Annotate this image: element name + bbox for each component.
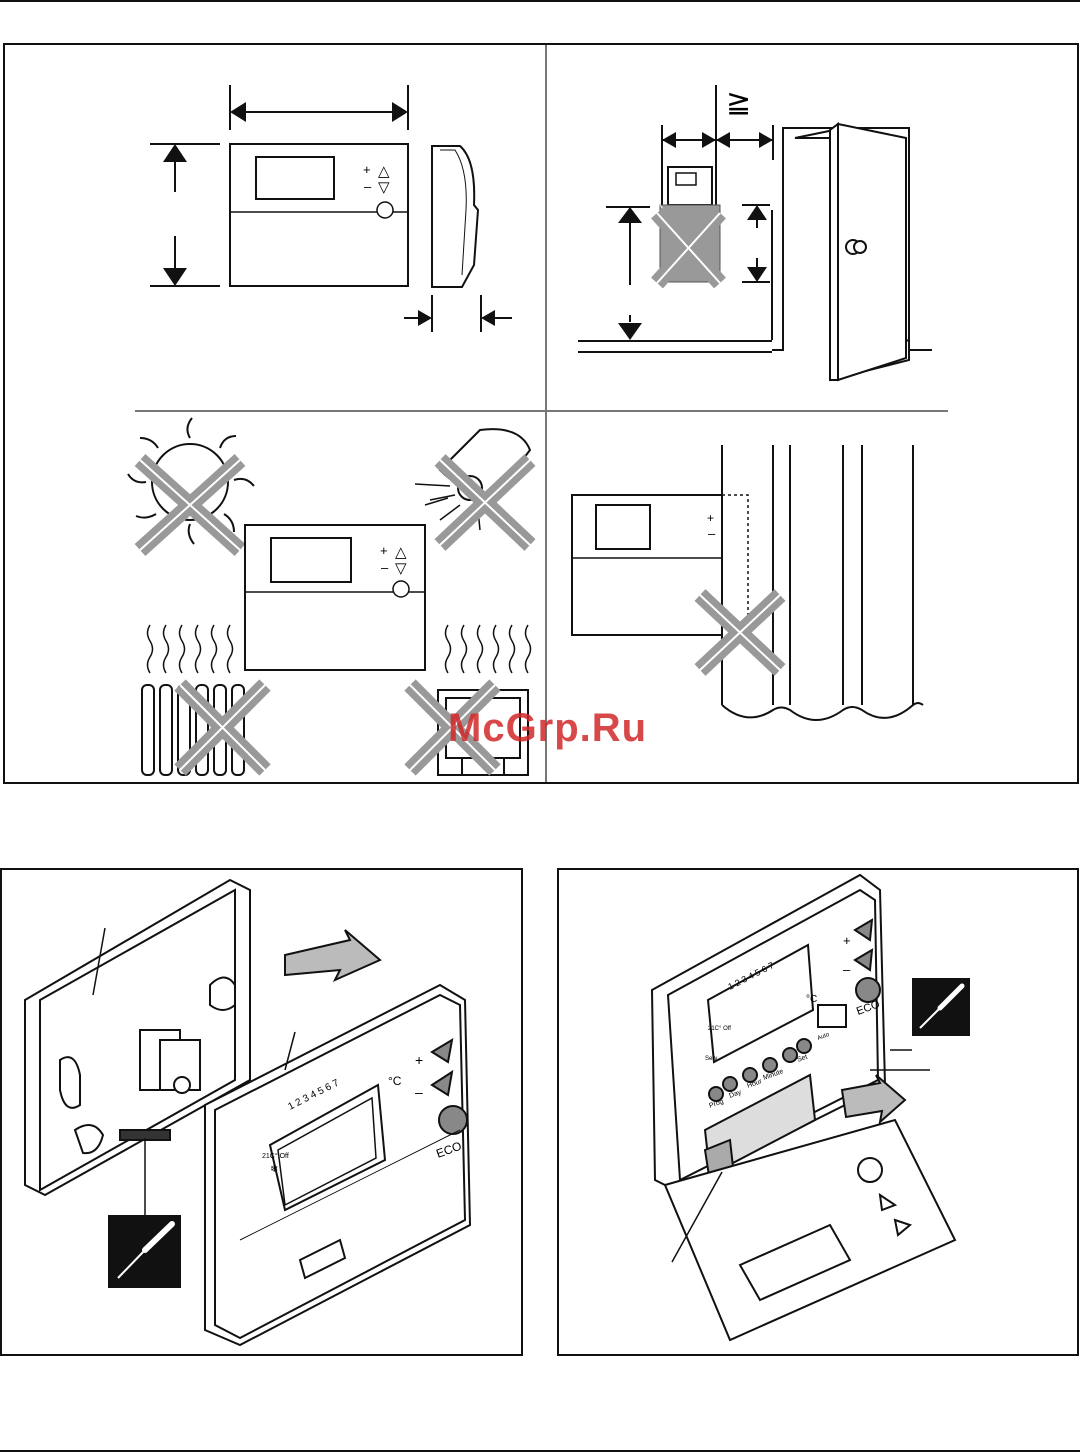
- figure-wallplate-frame: [0, 868, 523, 1356]
- plus-label: +: [707, 511, 714, 525]
- watermark: McGrp.Ru: [448, 706, 647, 751]
- up-arrow-icon: △: [395, 544, 407, 561]
- dimension-width-arrow: [230, 85, 408, 130]
- placement-diagram: + △ – ▽ ≧: [0, 0, 1080, 800]
- dimension-depth-arrow: [404, 295, 512, 332]
- device-height-arrow: [742, 205, 770, 282]
- heat-waves-right: [446, 625, 531, 673]
- thermostat-side-view: [432, 146, 478, 287]
- sun-icon: [128, 418, 254, 544]
- minus-label: –: [381, 560, 389, 575]
- bottom-rule: [0, 1450, 1080, 1452]
- curtain-icon: [722, 445, 923, 720]
- dimension-height-arrow: [150, 144, 220, 286]
- figure-cover-frame: [557, 868, 1079, 1356]
- minus-label: –: [364, 179, 372, 194]
- plus-label: +: [380, 543, 388, 558]
- minus-label: –: [708, 526, 716, 541]
- up-arrow-icon: △: [378, 163, 390, 180]
- down-arrow-icon: ▽: [378, 179, 390, 196]
- plus-label: +: [363, 162, 371, 177]
- floor-line: [578, 341, 772, 352]
- heat-waves-left: [148, 625, 233, 673]
- greater-equal-symbol: ≧: [726, 86, 751, 119]
- mounting-height-arrow: [606, 207, 650, 340]
- door-icon: [772, 124, 932, 380]
- down-arrow-icon: ▽: [395, 560, 407, 577]
